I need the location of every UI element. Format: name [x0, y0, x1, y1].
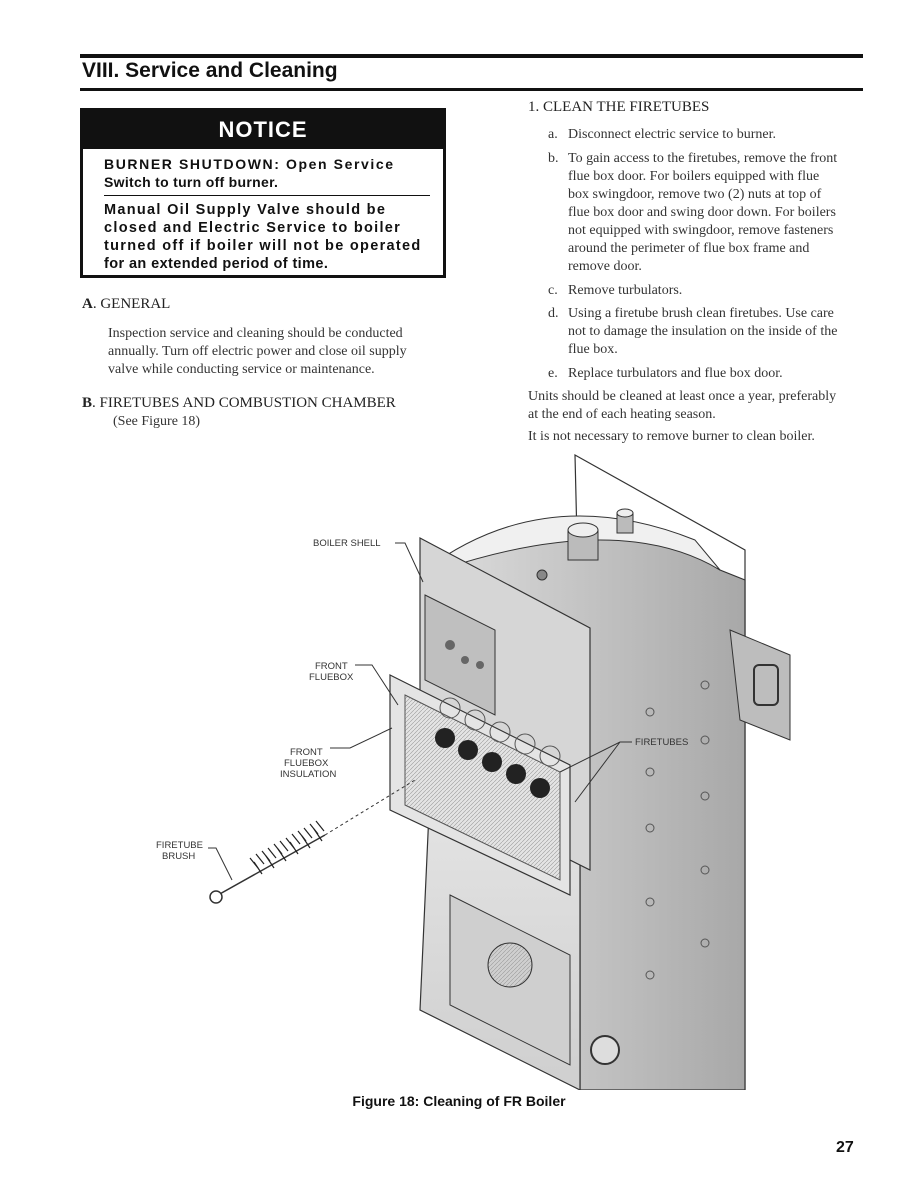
substep-b-line: To gain access to the firetubes, remove …	[568, 151, 838, 166]
substep-b-line: not equipped with swingdoor, remove fast…	[568, 223, 834, 238]
notice-burner-shutdown: BURNER SHUTDOWN: Open Service Switch to …	[104, 155, 434, 191]
header-rule-top	[80, 54, 863, 58]
notice-p2-line4: for an extended period of time.	[104, 256, 329, 272]
notice-p2-line3: turned off if boiler will not be operate…	[104, 238, 422, 254]
general-title: . GENERAL	[92, 296, 171, 312]
header-rule-bottom	[80, 88, 863, 91]
label-insulation-3: INSULATION	[280, 769, 336, 780]
top-fittings	[536, 508, 634, 581]
general-heading: A. GENERAL	[82, 296, 170, 313]
substep-d-marker: d.	[548, 306, 559, 321]
notice-oil-supply: Manual Oil Supply Valve should be closed…	[104, 201, 434, 273]
boiler-figure: BOILER SHELL FRONT FLUEBOX FRONT FLUEBOX…	[156, 453, 791, 1090]
substep-e-line1: Replace turbulators and flue box door.	[568, 366, 783, 381]
substep-a-line1: Disconnect electric service to burner.	[568, 127, 776, 142]
substep-b: b. To gain access to the firetubes, remo…	[548, 150, 868, 276]
notice-heading: NOTICE	[83, 111, 443, 149]
label-insulation-2: FLUEBOX	[284, 758, 329, 769]
front-fluebox	[389, 674, 571, 896]
substep-a-marker: a.	[548, 127, 558, 142]
figure-caption: Figure 18: Cleaning of FR Boiler	[352, 1093, 566, 1109]
substep-d-line: not to damage the insulation on the insi…	[568, 324, 838, 339]
label-insulation-1: FRONT	[290, 747, 323, 758]
general-line2: annually. Turn off electric power and cl…	[108, 344, 407, 359]
substep-b-line: box swingdoor, remove two (2) nuts at to…	[568, 187, 822, 202]
side-bolts	[645, 680, 710, 980]
firetubes-title: . FIRETUBES AND COMBUSTION CHAMBER	[92, 395, 396, 411]
substep-d-line: Using a firetube brush clean firetubes. …	[568, 306, 834, 321]
firetube-brush	[209, 779, 416, 904]
substep-c-line1: Remove turbulators.	[568, 283, 683, 298]
substep-b-line: flue box door and swing door down. For b…	[568, 205, 836, 220]
general-letter: A	[82, 296, 93, 312]
notice-p1-line2: Switch to turn off burner.	[104, 174, 279, 190]
label-front-fluebox-2: FLUEBOX	[309, 672, 354, 683]
firetube-openings	[435, 697, 561, 798]
label-firetube-brush-2: BRUSH	[162, 851, 195, 862]
substep-b-line: remove door.	[568, 259, 642, 274]
section-title: VIII. Service and Cleaning	[82, 59, 338, 82]
firetubes-heading: B. FIRETUBES AND COMBUSTION CHAMBER	[82, 395, 396, 412]
notice-p2-line2: closed and Electric Service to boiler	[104, 220, 402, 236]
substep-b-line: flue box door. For boilers equipped with…	[568, 169, 820, 184]
substep-b-text: To gain access to the firetubes, remove …	[568, 150, 837, 276]
substep-c-marker: c.	[548, 283, 558, 298]
firetubes-letter: B	[82, 395, 93, 411]
burner-removal-note: It is not necessary to remove burner to …	[528, 429, 815, 444]
substep-d: d. Using a firetube brush clean firetube…	[548, 305, 868, 359]
burner-plate	[449, 894, 620, 1066]
substep-e: e. Replace turbulators and flue box door…	[548, 365, 868, 383]
notice-box: NOTICE BURNER SHUTDOWN: Open Service Swi…	[80, 108, 446, 278]
substep-a: a. Disconnect electric service to burner…	[548, 126, 868, 144]
substep-b-line: around the perimeter of flue box frame a…	[568, 241, 810, 256]
substep-e-marker: e.	[548, 366, 558, 381]
label-firetube-brush-1: FIRETUBE	[156, 840, 203, 851]
substep-d-text: Using a firetube brush clean firetubes. …	[568, 305, 837, 359]
step-title: 1. CLEAN THE FIRETUBES	[528, 99, 710, 115]
general-line1: Inspection service and cleaning should b…	[108, 326, 403, 341]
general-line3: valve while conducting service or mainte…	[108, 362, 375, 377]
page-number: 27	[836, 1139, 854, 1156]
note1-line1: Units should be cleaned at least once a …	[528, 389, 837, 404]
notice-p2-line1: Manual Oil Supply Valve should be	[104, 202, 387, 218]
cleaning-frequency-note: Units should be cleaned at least once a …	[528, 388, 836, 424]
note1-line2: at the end of each heating season.	[528, 407, 716, 422]
figure-labels: BOILER SHELL FRONT FLUEBOX FRONT FLUEBOX…	[156, 538, 688, 881]
substep-c: c. Remove turbulators.	[548, 282, 868, 300]
label-front-fluebox-1: FRONT	[315, 661, 348, 672]
label-firetubes: FIRETUBES	[635, 737, 688, 748]
firetubes-ref: (See Figure 18)	[113, 414, 201, 429]
notice-divider	[104, 195, 430, 196]
general-body: Inspection service and cleaning should b…	[108, 325, 407, 379]
label-boiler-shell: BOILER SHELL	[313, 538, 381, 549]
substep-b-marker: b.	[548, 151, 559, 166]
notice-p1-line1: BURNER SHUTDOWN: Open Service	[104, 156, 395, 172]
substep-d-line: flue box.	[568, 342, 618, 357]
